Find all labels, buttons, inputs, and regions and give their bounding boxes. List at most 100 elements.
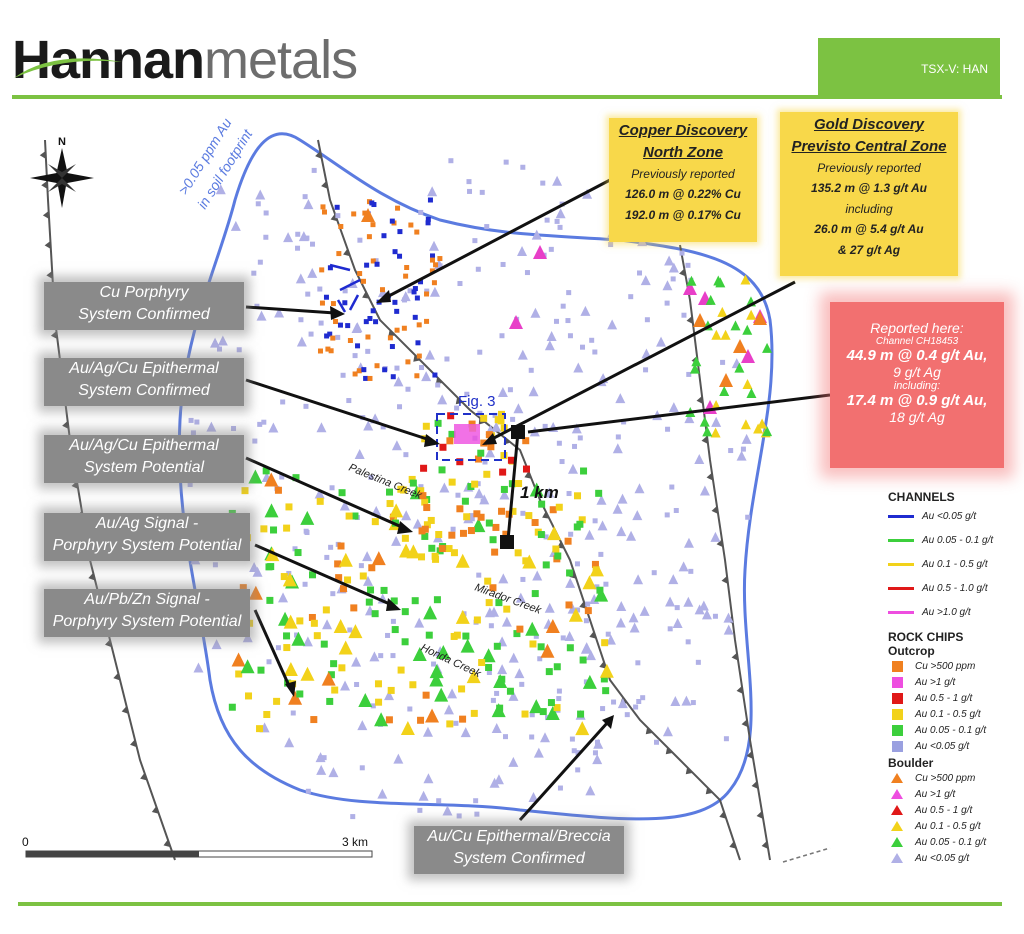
sample-triangle [437,394,448,405]
sample-triangle [282,572,297,587]
sample-triangle [616,526,627,537]
sample-triangle [340,680,351,691]
sample-square [615,434,621,440]
sample-square [194,419,200,425]
sample-triangle [580,305,591,316]
legend-rock-title: ROCK CHIPS [888,630,964,644]
creek-label-honda: Honda Creek [419,642,483,680]
sample-triangle [498,573,509,584]
sample-square [605,631,611,637]
sample-square [335,213,341,219]
sample-square [212,562,218,568]
sample-square [686,371,692,377]
sample-square [477,349,483,355]
sample-triangle [296,336,307,347]
sample-square [472,238,478,244]
sample-square [466,179,472,185]
fault-tooth [645,727,653,735]
sample-square [454,405,460,411]
legend-channels-title: CHANNELS [888,490,955,504]
sample-square [524,270,530,276]
sample-square [433,596,441,604]
copper-title-line1: Copper Discovery [618,122,748,139]
sample-square [298,317,304,323]
km-scale-end-marker [500,535,514,549]
fault-tooth [321,181,328,189]
sample-triangle [357,720,368,731]
fault-tooth [679,268,686,277]
sample-square [458,685,466,693]
sample-square [294,632,300,638]
sample-square [438,466,446,474]
sample-square [321,755,327,761]
sample-triangle [425,708,440,723]
sample-triangle [617,493,628,504]
scalebar-start-label: 0 [22,835,29,849]
sample-triangle [573,362,584,373]
sample-square [611,699,617,705]
sample-square [584,607,592,615]
sample-triangle [564,630,575,641]
company-logo: Hannanmetals [12,30,358,90]
legend-item-label: Au 0.05 - 0.1 g/t [915,724,987,736]
sample-square [477,449,485,457]
sample-triangle [684,413,695,424]
sample-triangle [268,422,279,433]
sample-triangle [678,561,689,572]
callout-line: System Confirmed [453,850,585,867]
legend-item: Au <0.05 g/t [888,504,1024,528]
fault-tooth [140,772,148,781]
legend-item: Au 0.5 - 1 g/t [888,690,1024,706]
sample-triangle [429,664,444,679]
sample-square [592,566,600,574]
sample-triangle [429,286,440,297]
sample-square [499,333,505,339]
sample-square [257,666,265,674]
sample-square [490,697,496,703]
sample-triangle [555,208,566,219]
sample-square [515,480,523,488]
fault-tooth [121,706,129,714]
sample-triangle [384,690,395,701]
sample-square [456,458,464,466]
sample-square [334,204,340,210]
legend-item: Au 0.1 - 0.5 g/t [888,552,1024,576]
sample-square [188,417,194,423]
gold-title-line2: Previsto Central Zone [791,138,947,155]
sample-square [681,312,687,318]
sample-square [494,690,500,696]
sample-triangle [597,520,608,531]
sample-square [329,485,335,491]
sample-triangle [369,651,380,662]
sample-square [390,653,396,659]
sample-triangle [528,792,539,803]
sample-square [459,529,467,537]
sample-square [374,363,380,369]
sample-square [379,287,385,293]
sample-square [394,308,400,314]
legend-item: Cu >500 ppm [888,770,1024,786]
legend-item-label: Cu >500 ppm [915,772,976,784]
km-scale-label: 1 km [520,483,559,502]
fault-tooth [705,787,713,795]
sample-triangle [736,450,747,461]
sample-square [405,386,411,392]
sample-square [450,526,456,532]
sample-square [394,365,400,371]
sample-triangle [249,562,260,573]
sample-square [500,485,508,493]
sample-square [531,519,539,527]
sample-triangle [436,645,451,660]
sample-square [319,267,325,273]
sample-square [392,299,398,305]
sample-triangle [328,767,339,778]
sample-square [319,300,325,306]
sample-square [337,322,343,328]
fault-tooth [413,354,421,362]
fault-tooth [751,781,759,789]
sample-square [528,367,534,373]
sample-square [228,703,236,711]
ticker-banner: TSX-V: HAN [818,38,1000,96]
sample-square [327,265,333,271]
legend-item: Au >1.0 g/t [888,600,1024,624]
